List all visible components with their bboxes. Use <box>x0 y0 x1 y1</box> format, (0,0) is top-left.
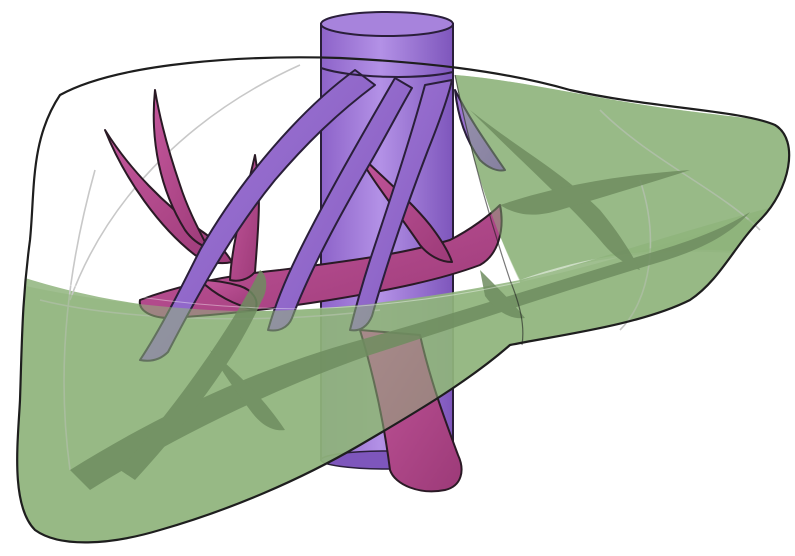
liver-anatomy-svg <box>0 0 795 556</box>
liver-anatomy-figure <box>0 0 795 556</box>
